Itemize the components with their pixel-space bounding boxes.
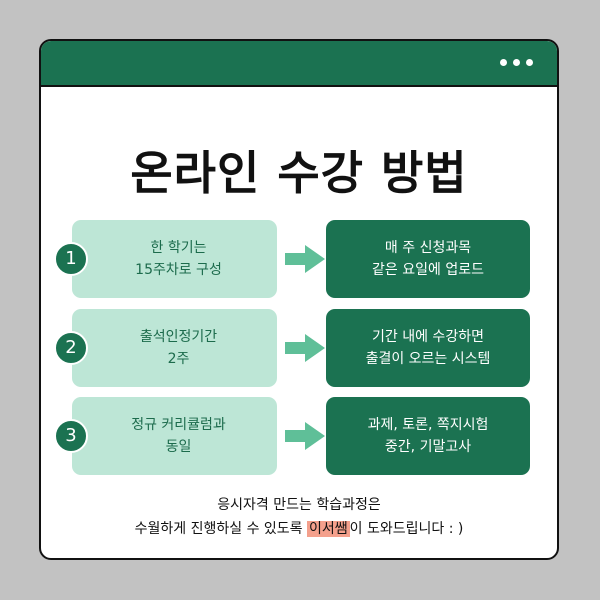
step-3-left-line-1: 정규 커리큘럼과 (131, 417, 226, 433)
step-3-left-text: 정규 커리큘럼과 동일 (72, 397, 277, 475)
dot (526, 59, 533, 66)
step-2-left-line-2: 2주 (167, 351, 190, 367)
step-1-number-badge: 1 (54, 242, 88, 276)
footer-line-1: 응시자격 만드는 학습과정은 (217, 497, 381, 513)
step-1-left-text: 한 학기는 15주차로 구성 (72, 220, 277, 298)
step-row-2: 2 출석인정기간 2주 기간 내에 수강하면 출결이 오르는 시스템 (41, 309, 557, 387)
step-1-left-box (72, 220, 277, 298)
arrow-right-icon (285, 334, 325, 362)
step-row-1: 1 한 학기는 15주차로 구성 매 주 신청과목 같은 요일에 업로드 (41, 220, 557, 298)
step-1-left-line-2: 15주차로 구성 (135, 262, 222, 278)
highlighted-name: 이서쌤 (307, 521, 350, 537)
step-3-right-line-2: 중간, 기말고사 (384, 439, 472, 455)
dot (513, 59, 520, 66)
step-2-right-box: 기간 내에 수강하면 출결이 오르는 시스템 (326, 309, 530, 387)
arrow-right-icon (285, 245, 325, 273)
dot (500, 59, 507, 66)
step-2-number-badge: 2 (54, 331, 88, 365)
step-1-right-box: 매 주 신청과목 같은 요일에 업로드 (326, 220, 530, 298)
step-2-left-line-1: 출석인정기간 (139, 329, 218, 345)
window-titlebar (41, 41, 557, 87)
step-2-right-line-2: 출결이 오르는 시스템 (365, 351, 491, 367)
step-3-right-line-1: 과제, 토론, 쪽지시험 (367, 417, 489, 433)
step-3-left-box (72, 397, 277, 475)
arrow-right-icon (285, 422, 325, 450)
step-2-left-text: 출석인정기간 2주 (72, 309, 277, 387)
step-1-right-line-2: 같은 요일에 업로드 (372, 262, 484, 278)
step-2-left-box (72, 309, 277, 387)
step-3-number-badge: 3 (54, 419, 88, 453)
step-3-right-box: 과제, 토론, 쪽지시험 중간, 기말고사 (326, 397, 530, 475)
content-window: 온라인 수강 방법 1 한 학기는 15주차로 구성 매 주 신청과목 같은 요… (39, 39, 559, 560)
step-3-left-line-2: 동일 (165, 439, 192, 455)
page-title: 온라인 수강 방법 (130, 146, 468, 200)
footer-line-2-start: 수월하게 진행하실 수 있도록 (134, 521, 308, 537)
step-2-right-line-1: 기간 내에 수강하면 (372, 329, 484, 345)
more-dots-icon[interactable] (500, 59, 533, 66)
step-1-left-line-1: 한 학기는 (150, 240, 207, 256)
step-1-right-line-1: 매 주 신청과목 (384, 240, 472, 256)
footer-line-2-end: 이 도와드립니다 : ) (349, 521, 464, 537)
step-row-3: 3 정규 커리큘럼과 동일 과제, 토론, 쪽지시험 중간, 기말고사 (41, 397, 557, 475)
